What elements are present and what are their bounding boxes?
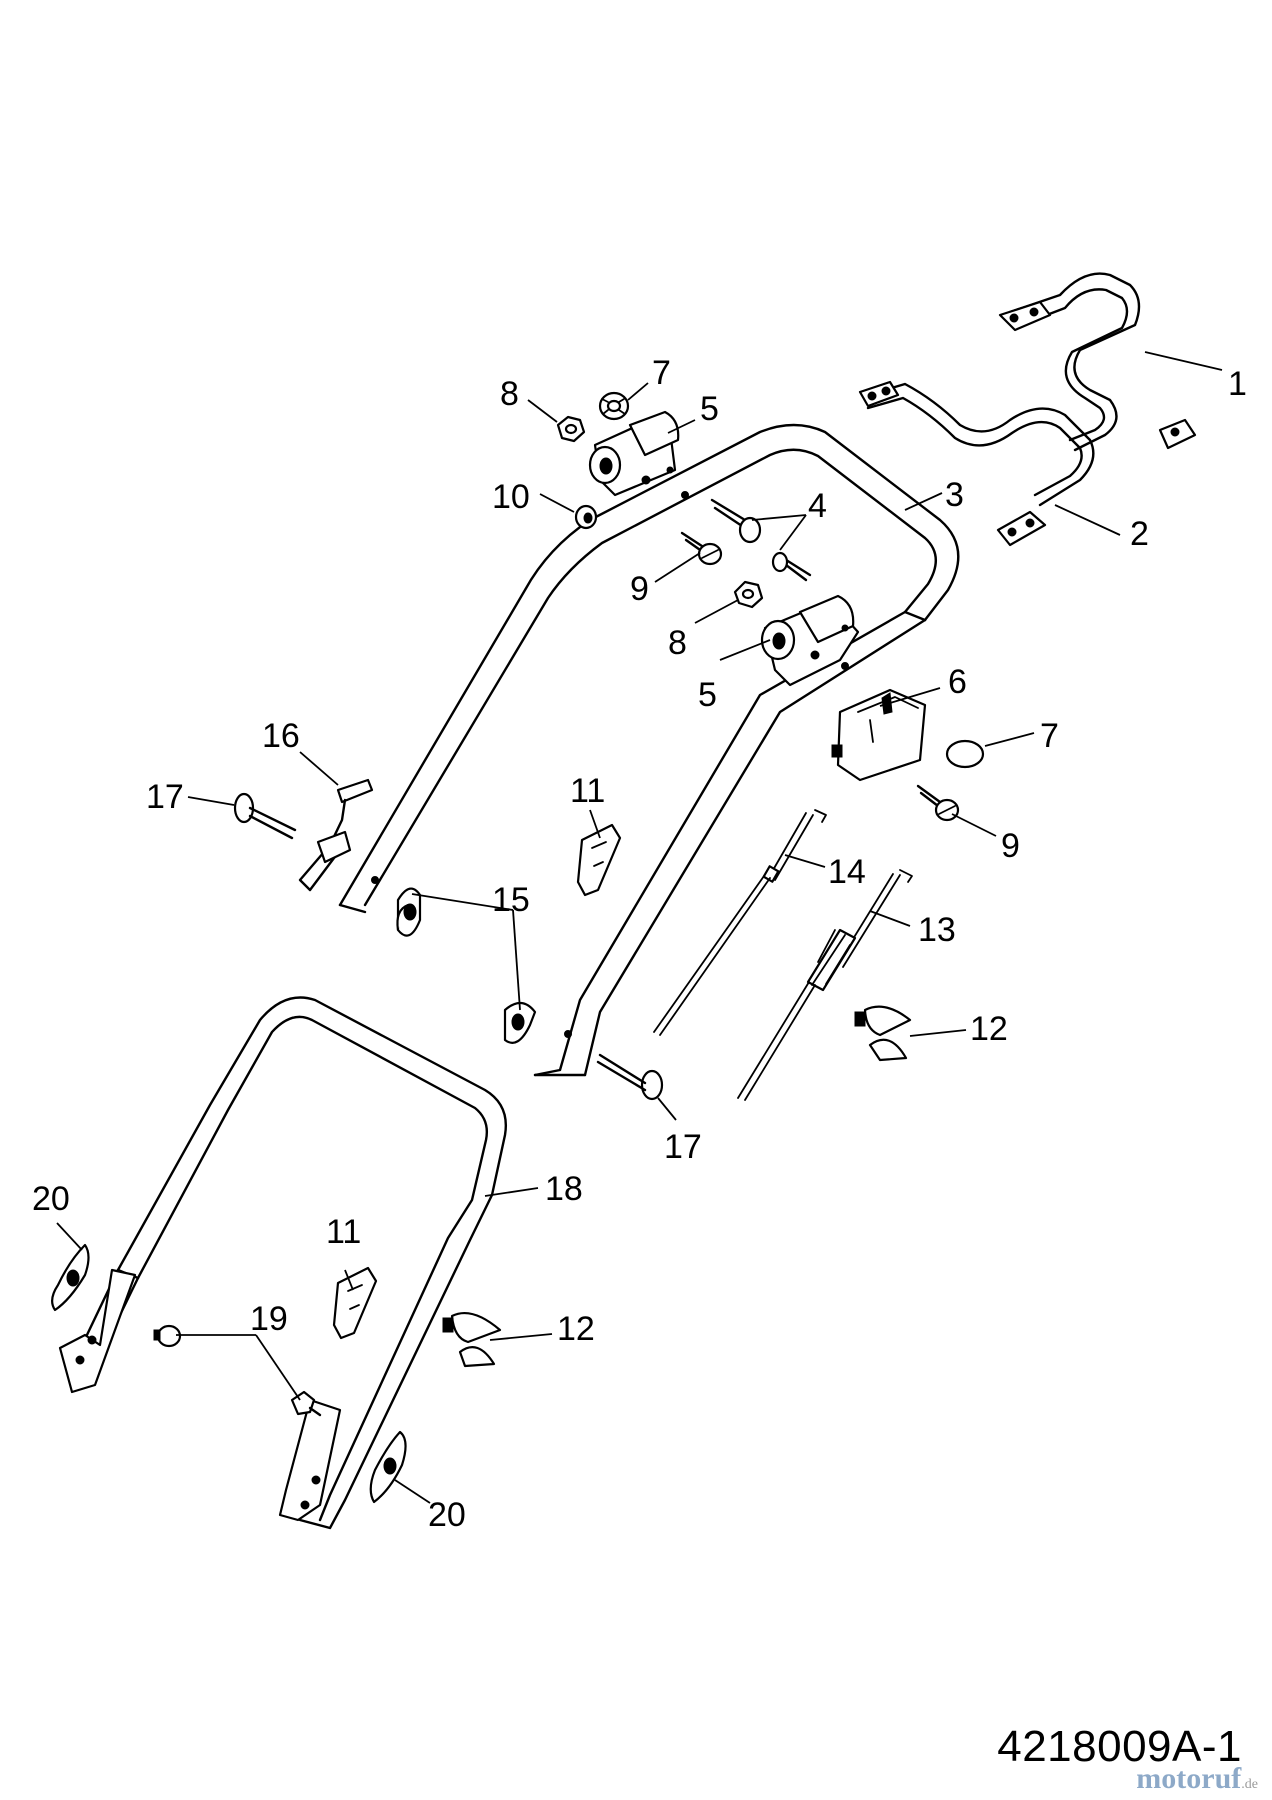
callout-9-lower: 9 bbox=[1001, 827, 1020, 865]
part-2-handle-bracket bbox=[858, 380, 1095, 547]
callout-12-upper: 12 bbox=[970, 1010, 1008, 1048]
watermark-suffix: .de bbox=[1241, 1777, 1258, 1792]
callout-12-lower: 12 bbox=[557, 1310, 595, 1348]
part-3-upper-handle bbox=[338, 423, 960, 1077]
part-5-hinge-upper bbox=[588, 410, 680, 497]
callout-17-lower: 17 bbox=[664, 1128, 702, 1166]
callout-11-upper: 11 bbox=[570, 772, 605, 810]
watermark-logo: motoruf.de bbox=[1136, 1762, 1258, 1796]
callout-17-upper: 17 bbox=[146, 778, 184, 816]
part-7-cap-lower bbox=[945, 739, 985, 769]
callout-5-lower: 5 bbox=[698, 676, 717, 714]
part-18-lower-handle bbox=[58, 996, 507, 1530]
callout-7-upper: 7 bbox=[652, 354, 671, 392]
part-15-wing-nut-lower bbox=[503, 1001, 537, 1044]
callout-18: 18 bbox=[545, 1170, 583, 1208]
part-6-clip-block bbox=[831, 688, 927, 782]
part-17-bolt-upper bbox=[233, 792, 297, 840]
callout-11-lower: 11 bbox=[326, 1213, 361, 1251]
callout-13: 13 bbox=[918, 911, 956, 949]
callout-labels: 1 2 3 4 5 5 6 7 7 8 8 9 9 10 11 11 12 12… bbox=[32, 354, 1247, 1534]
callout-14: 14 bbox=[828, 853, 866, 891]
callout-1: 1 bbox=[1228, 365, 1247, 403]
callout-9-upper: 9 bbox=[630, 570, 649, 608]
part-11-clip-lower bbox=[332, 1266, 378, 1340]
callout-2: 2 bbox=[1130, 515, 1149, 553]
drawing-number: 4218009A-1 bbox=[997, 1722, 1242, 1771]
callout-7-lower: 7 bbox=[1040, 717, 1059, 755]
callout-16: 16 bbox=[262, 717, 300, 755]
callout-15: 15 bbox=[492, 881, 530, 919]
callout-20-upper: 20 bbox=[32, 1180, 70, 1218]
part-13-cable bbox=[737, 869, 913, 1101]
callout-3: 3 bbox=[945, 476, 964, 514]
part-1-handle-bracket bbox=[998, 272, 1197, 452]
part-7-washer-upper bbox=[598, 391, 630, 421]
part-17-bolt-lower bbox=[596, 1053, 664, 1101]
part-16-lever bbox=[298, 778, 374, 892]
callout-20-lower: 20 bbox=[428, 1496, 466, 1534]
leader-lines bbox=[56, 351, 1223, 1504]
callout-19: 19 bbox=[250, 1300, 288, 1338]
callout-4: 4 bbox=[808, 487, 827, 525]
part-8-nut-upper bbox=[556, 415, 586, 443]
part-20-wing-nut-upper bbox=[51, 1243, 90, 1312]
part-12-guide-upper bbox=[854, 1005, 912, 1062]
callout-8-lower: 8 bbox=[668, 624, 687, 662]
part-20-wing-nut-lower bbox=[369, 1430, 407, 1504]
callout-8-upper: 8 bbox=[500, 375, 519, 413]
part-5-hinge-lower bbox=[760, 594, 860, 687]
part-11-clip-upper bbox=[576, 823, 622, 897]
part-19-cap bbox=[153, 1324, 182, 1348]
part-12-guide-lower bbox=[442, 1312, 502, 1368]
part-9-screw-upper bbox=[680, 531, 723, 566]
callout-10: 10 bbox=[492, 478, 530, 516]
watermark-text: motoruf bbox=[1136, 1762, 1242, 1795]
part-10-spacer bbox=[574, 504, 598, 530]
part-14-cable bbox=[653, 809, 827, 1036]
callout-5-upper: 5 bbox=[700, 390, 719, 428]
part-8-nut-lower bbox=[733, 580, 764, 609]
part-15-wing-nut-upper bbox=[396, 887, 422, 937]
part-4-bolts bbox=[710, 498, 812, 582]
callout-6: 6 bbox=[948, 663, 967, 701]
